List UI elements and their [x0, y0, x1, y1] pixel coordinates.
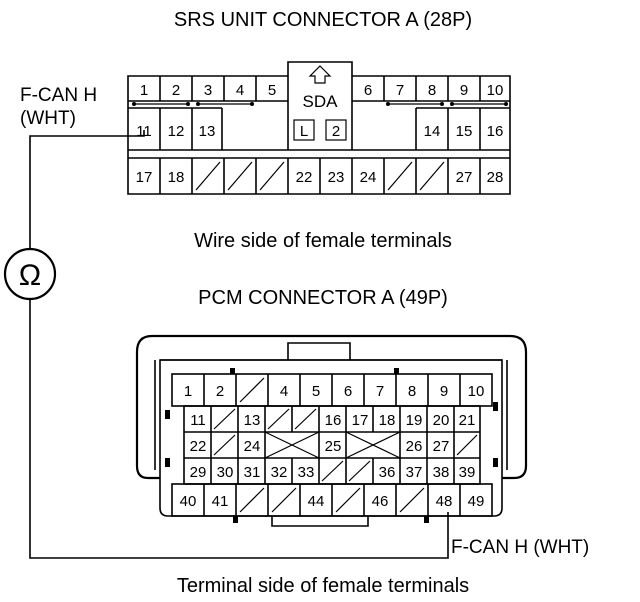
pcm-connector: 1 2 4 5 6 7 8 9 10 11 13 16 17 18 19 20 … [135, 334, 528, 527]
pcm-pin: 29 [190, 464, 207, 481]
pcm-pin: 2 [216, 383, 224, 400]
wire-label-right: F-CAN H (WHT) [451, 537, 589, 558]
wire-color-left: (WHT) [20, 108, 76, 129]
srs-pin: 2 [172, 82, 180, 99]
pcm-pin: 39 [459, 464, 476, 481]
pcm-pin: 5 [312, 383, 320, 400]
srs-pin: 6 [364, 82, 372, 99]
pcm-pin: 16 [325, 412, 342, 429]
pcm-pin: 7 [376, 383, 384, 400]
pcm-pin: 25 [325, 438, 342, 455]
pcm-pin: 31 [244, 464, 261, 481]
srs-connector-outline [127, 61, 511, 195]
pcm-pin: 11 [190, 412, 206, 429]
pcm-pin: 18 [379, 412, 396, 429]
pcm-pin: 48 [436, 493, 453, 510]
srs-pin: 5 [268, 82, 276, 99]
srs-pin: 22 [296, 169, 313, 186]
wire-label-left: F-CAN H [20, 85, 97, 106]
srs-pin: 14 [424, 123, 441, 140]
pcm-pin: 4 [280, 383, 288, 400]
srs-pin: 10 [487, 82, 504, 99]
pcm-pin: 38 [433, 464, 450, 481]
pcm-housing [135, 334, 528, 480]
pcm-pin: 41 [212, 493, 229, 510]
pcm-pin: 17 [352, 412, 369, 429]
pcm-pin: 19 [406, 412, 423, 429]
pcm-pin: 22 [190, 438, 207, 455]
pcm-pin: 33 [298, 464, 315, 481]
srs-pin: 7 [396, 82, 404, 99]
pcm-pin: 9 [440, 383, 448, 400]
pcm-pin: 30 [217, 464, 234, 481]
srs-pin: 1 [140, 82, 148, 99]
srs-pin: 15 [456, 123, 473, 140]
srs-pin: 13 [199, 123, 216, 140]
srs-pin: 27 [456, 169, 473, 186]
pcm-pin: 8 [408, 383, 416, 400]
ohmmeter-circuit: F-CAN H (WHT) Ω F-CAN H (WHT) [3, 85, 589, 559]
pcm-pin: 32 [271, 464, 288, 481]
srs-pin: 9 [460, 82, 468, 99]
srs-pin: 17 [136, 169, 153, 186]
pcm-pin: 24 [244, 438, 261, 455]
sda-label: SDA [303, 92, 339, 111]
pcm-pin: 27 [433, 438, 450, 455]
pcm-pin: 13 [244, 412, 261, 429]
srs-connector-title: SRS UNIT CONNECTOR A (28P) [174, 9, 472, 31]
pcm-terminal-caption: Terminal side of female terminals [177, 575, 469, 597]
pcm-pin: 10 [468, 383, 485, 400]
arrow-up-icon [308, 65, 332, 84]
ohm-icon: Ω [19, 259, 41, 292]
srs-pin: 16 [487, 123, 504, 140]
pcm-pin: 26 [406, 438, 423, 455]
pcm-pin: 44 [308, 493, 325, 510]
pcm-connector-title: PCM CONNECTOR A (49P) [198, 287, 448, 309]
srs-pin: 23 [328, 169, 345, 186]
pcm-pin: 36 [379, 464, 396, 481]
pcm-pin: 20 [433, 412, 450, 429]
pcm-pin: 6 [344, 383, 352, 400]
srs-pin: 8 [428, 82, 436, 99]
srs-pin: 12 [168, 123, 185, 140]
sda-2-box: 2 [332, 123, 340, 140]
srs-pin: 28 [487, 169, 504, 186]
pcm-pin: 40 [180, 493, 197, 510]
pcm-pin: 1 [184, 383, 192, 400]
srs-terminal-caption: Wire side of female terminals [194, 230, 452, 252]
srs-pin: 3 [204, 82, 212, 99]
sda-l-box: L [300, 123, 308, 140]
srs-connector: SDA L 2 1 2 3 4 5 6 7 8 9 10 11 12 13 14… [127, 61, 511, 195]
srs-pin: 18 [168, 169, 185, 186]
srs-pin: 24 [360, 169, 377, 186]
pcm-pin: 49 [468, 493, 485, 510]
pcm-pin: 21 [459, 412, 476, 429]
pcm-pin: 37 [406, 464, 423, 481]
pcm-pin: 46 [372, 493, 389, 510]
srs-pin: 4 [236, 82, 244, 99]
